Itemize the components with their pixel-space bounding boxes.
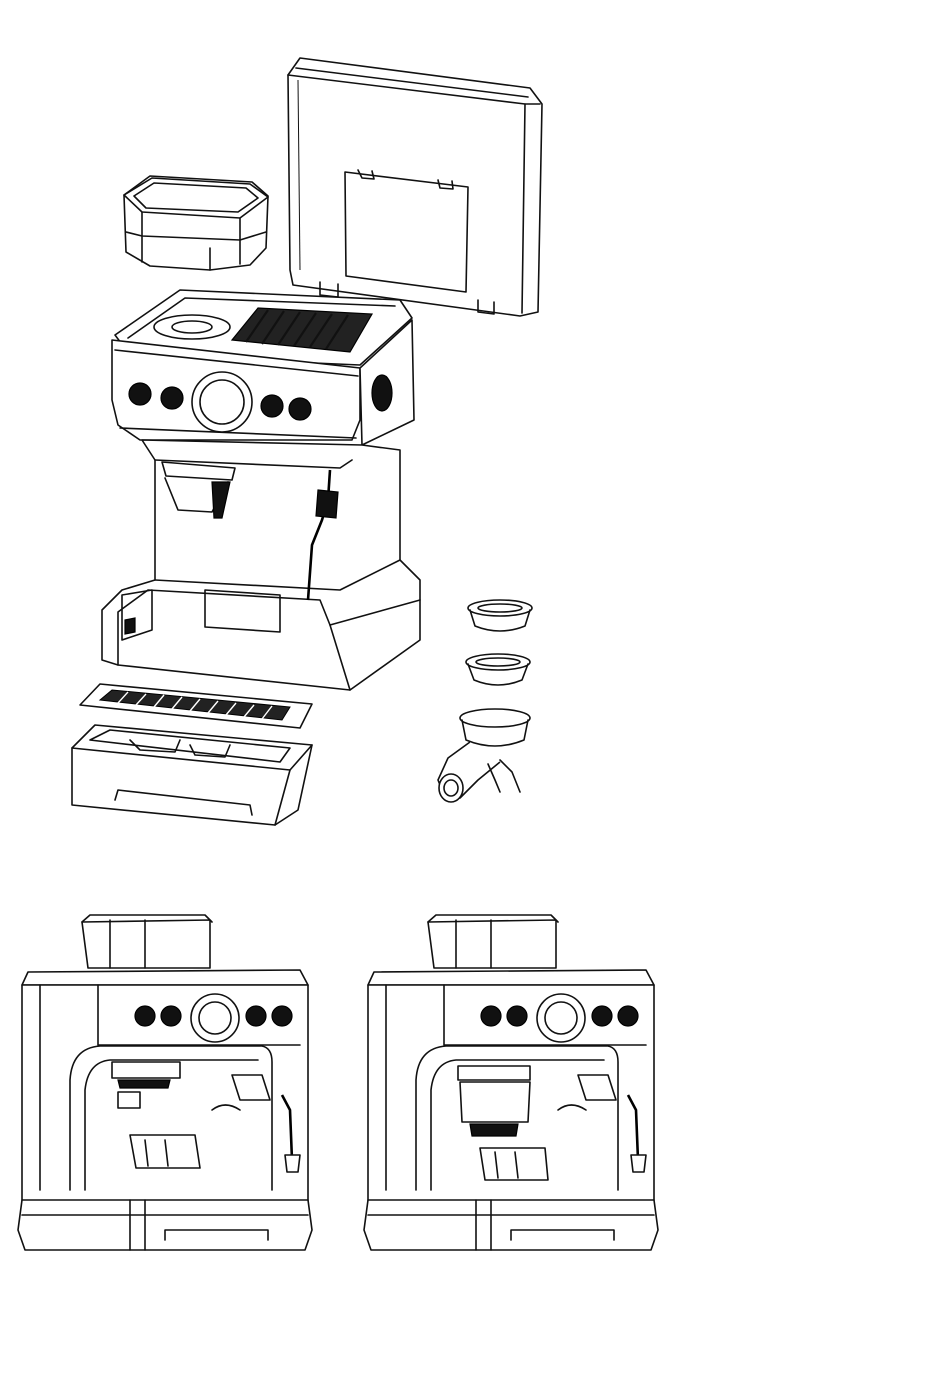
filter-basket-single: [468, 600, 532, 631]
machine-body: [102, 290, 420, 690]
filter-basket-double: [466, 654, 530, 685]
front-view-left: [18, 915, 312, 1250]
portafilter: [438, 709, 530, 802]
exploded-view: [72, 58, 542, 825]
front-view-right: [364, 915, 658, 1250]
bean-hopper: [124, 176, 268, 270]
drip-tray-grate: [80, 684, 312, 728]
water-tank: [288, 58, 542, 316]
drip-tray: [72, 725, 312, 825]
